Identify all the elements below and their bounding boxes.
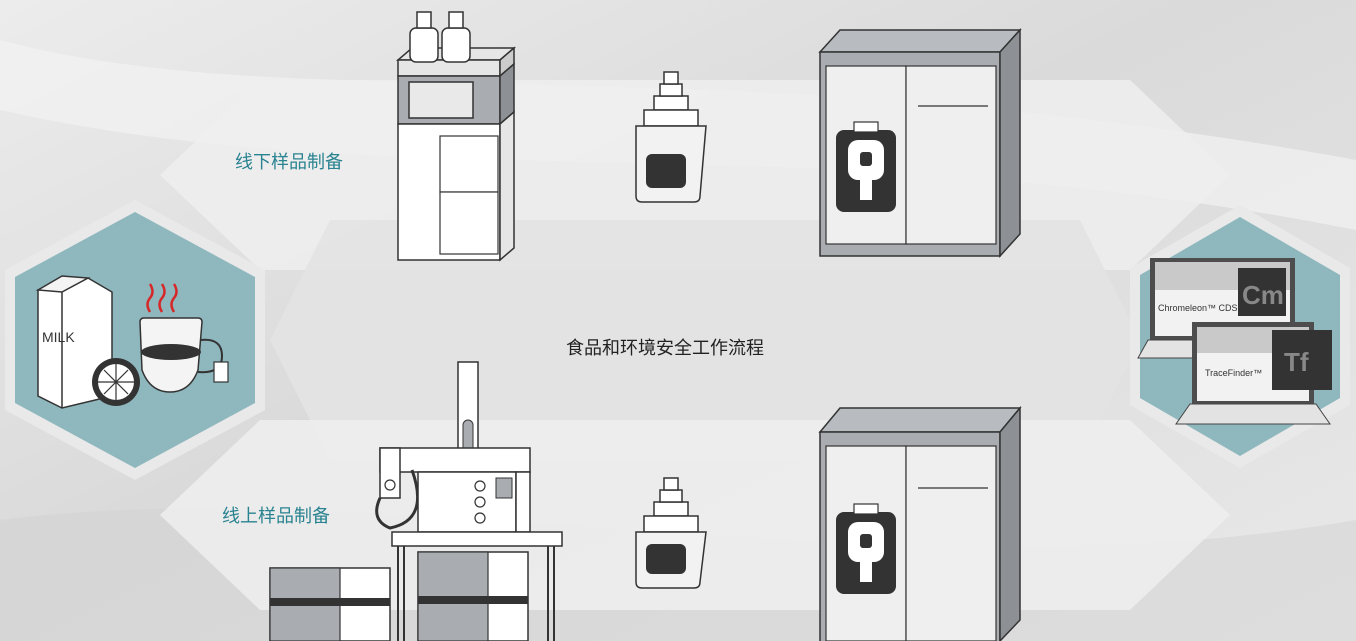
software-hexagon: Cm Chromeleon™ CDS Tf TraceFinder™ [1130,205,1350,468]
chromeleon-label: Chromeleon™ CDS [1158,303,1238,313]
workflow-title: 食品和环境安全工作流程 [566,338,764,359]
offline-prep-label: 线下样品制备 [235,152,343,173]
tracefinder-label: TraceFinder™ [1205,368,1262,378]
food-hexagon: MILK [5,200,265,480]
laptop-icon: Tf TraceFinder™ [1175,322,1332,425]
ms-instrument-icon [818,28,1022,258]
cm-badge: Cm [1242,280,1284,310]
ion-source-icon [635,477,707,589]
lemon-icon [92,358,140,406]
autosampler-icon [269,361,563,641]
tea-cup-icon [139,283,229,393]
tf-badge: Tf [1284,347,1309,377]
ms-instrument-icon [818,405,1022,641]
online-prep-label: 线上样品制备 [222,506,330,527]
ion-source-icon [635,71,707,203]
milk-label: MILK [42,329,75,345]
middle-band [270,220,1140,460]
lc-instrument-icon [395,11,517,262]
